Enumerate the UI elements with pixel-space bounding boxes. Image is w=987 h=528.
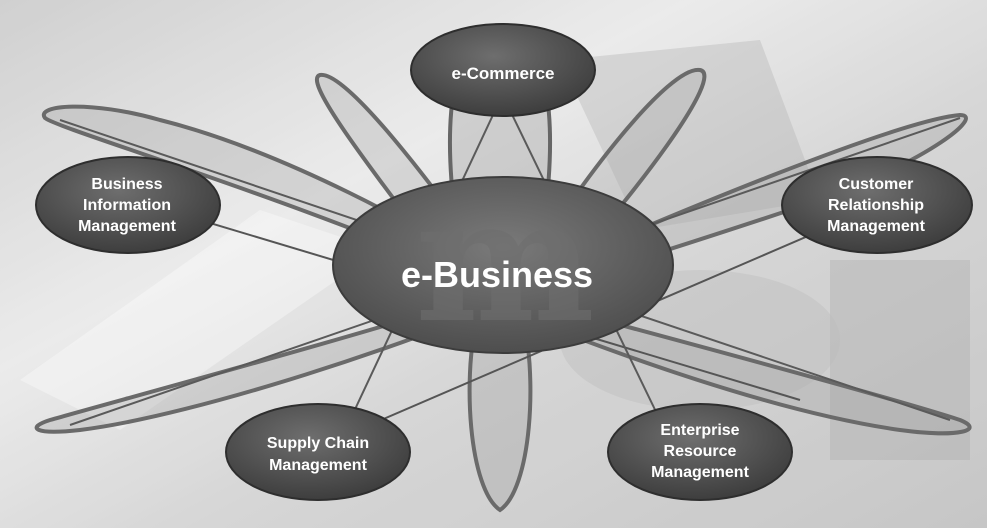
node-erp-label-line-1: Enterprise xyxy=(660,422,739,439)
node-crm-label-line-3: Management xyxy=(827,218,925,235)
node-enterprise-resource-management: Enterprise Resource Management xyxy=(607,403,793,501)
node-crm-ellipse xyxy=(781,156,973,254)
background-highlight xyxy=(20,210,380,430)
hub-e-business: m e-Business xyxy=(332,161,674,361)
node-scm-label-line-1: Supply Chain xyxy=(267,435,369,452)
node-business-information-management: Business Information Management xyxy=(35,156,221,254)
hub-watermark-glyph: m xyxy=(415,161,595,361)
node-erp-ellipse xyxy=(607,403,793,501)
node-e-commerce-ellipse xyxy=(410,23,596,117)
hub-label: e-Business xyxy=(401,254,593,295)
node-e-commerce: e-Commerce xyxy=(410,23,596,117)
node-supply-chain-management: Supply Chain Management xyxy=(225,403,411,501)
node-bim-label-line-1: Business xyxy=(91,176,162,193)
node-crm-label-line-1: Customer xyxy=(839,176,914,193)
node-bim-label-line-2: Information xyxy=(83,197,171,214)
node-scm-ellipse xyxy=(225,403,411,501)
node-crm-label-line-2: Relationship xyxy=(828,197,924,214)
node-erp-label-line-2: Resource xyxy=(664,443,737,460)
node-scm-label-line-2: Management xyxy=(269,457,367,474)
node-bim-ellipse xyxy=(35,156,221,254)
node-e-commerce-label: e-Commerce xyxy=(452,64,555,83)
node-bim-label-line-3: Management xyxy=(78,218,176,235)
node-erp-label-line-3: Management xyxy=(651,464,749,481)
hub-ellipse xyxy=(332,176,674,354)
node-customer-relationship-management: Customer Relationship Management xyxy=(781,156,973,254)
